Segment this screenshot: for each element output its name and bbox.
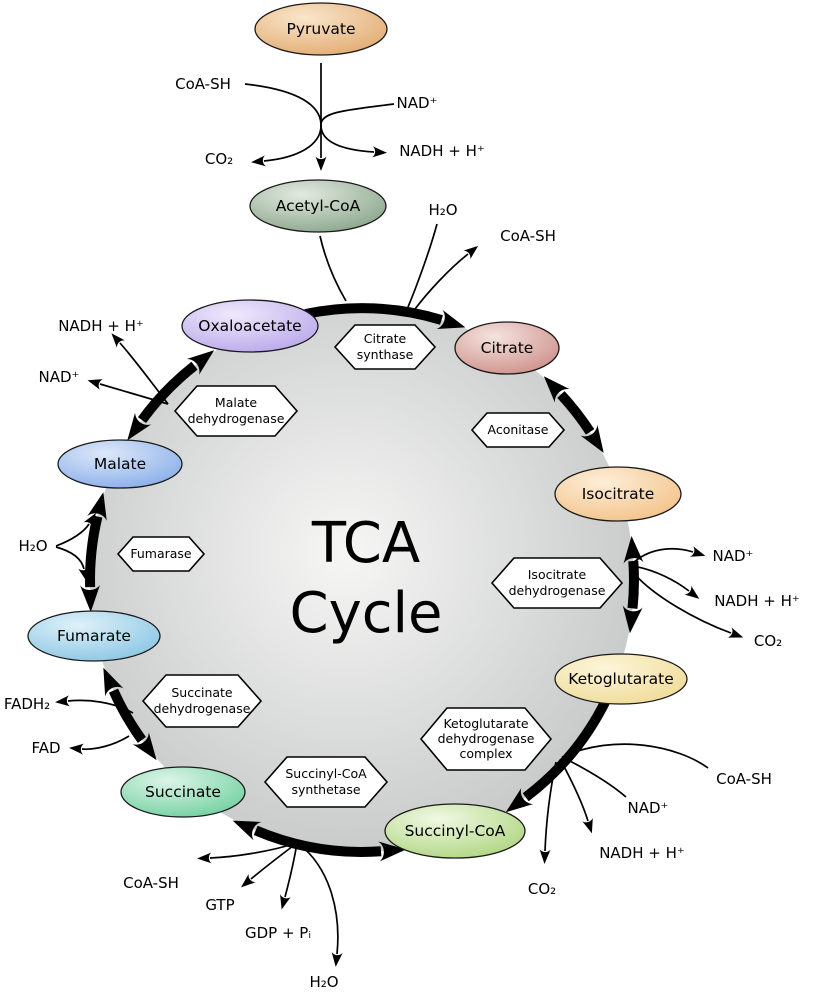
succinate-node: Succinate bbox=[120, 766, 246, 818]
arrow-fadh2-out bbox=[55, 695, 134, 714]
h2o-label-synthetase: H₂O bbox=[309, 973, 338, 991]
cycle-title-line1: TCA bbox=[311, 511, 420, 576]
nadh-label-malate-dh: NADH + H⁺ bbox=[58, 317, 144, 335]
co2-label-pyruvate: CO₂ bbox=[205, 150, 233, 168]
fumarate-label: Fumarate bbox=[57, 627, 131, 645]
ketoglutarate-dh-label-1: Ketoglutarate bbox=[443, 716, 528, 731]
arrow-nad-malate-dh bbox=[87, 379, 169, 405]
acetyl-coa-node: Acetyl-CoA bbox=[249, 179, 387, 233]
malate-node: Malate bbox=[57, 439, 183, 489]
arrow-h2o-synthetase bbox=[298, 843, 343, 967]
isocitrate-dh-label-1: Isocitrate bbox=[528, 567, 587, 582]
malate-label: Malate bbox=[94, 455, 146, 473]
nadh-label-pyruvate: NADH + H⁺ bbox=[399, 142, 485, 160]
fumarase-hexagon: Fumarase bbox=[116, 536, 206, 572]
pyruvate-label: Pyruvate bbox=[286, 20, 355, 38]
malate-dh-label-2: dehydrogenase bbox=[188, 411, 285, 426]
oxaloacetate-node: Oxaloacetate bbox=[181, 299, 319, 353]
isocitrate-label: Isocitrate bbox=[582, 485, 655, 503]
nadh-label-isocitrate-dh: NADH + H⁺ bbox=[714, 592, 800, 610]
line-acetyl-coa-into-cycle bbox=[319, 235, 347, 302]
isocitrate-node: Isocitrate bbox=[554, 466, 682, 522]
nad-label-pyruvate: NAD⁺ bbox=[397, 94, 438, 112]
arrow-nadh-out-malate-dh bbox=[111, 333, 169, 405]
arc-oxaloacetate-to-citrate bbox=[304, 303, 466, 329]
succinyl-coa-synthetase-label-2: synthetase bbox=[291, 782, 360, 797]
fumarate-node: Fumarate bbox=[27, 610, 161, 662]
citrate-label: Citrate bbox=[481, 339, 534, 357]
line-nad-in-ketoglutarate-dh bbox=[561, 756, 627, 798]
gtp-label: GTP bbox=[205, 896, 234, 914]
h2o-label-fumarase: H₂O bbox=[18, 537, 47, 555]
succinate-dh-label-2: dehydrogenase bbox=[154, 701, 251, 716]
isocitrate-dh-label-2: dehydrogenase bbox=[509, 583, 606, 598]
arrow-co2-out-isocitrate-dh bbox=[630, 569, 744, 638]
pyruvate-node: Pyruvate bbox=[254, 2, 388, 56]
oxaloacetate-label: Oxaloacetate bbox=[198, 317, 301, 335]
succinyl-coa-synthetase-hexagon: Succinyl-CoA synthetase bbox=[263, 756, 389, 808]
aconitase-hexagon: Aconitase bbox=[470, 412, 566, 448]
arrow-fad-out bbox=[69, 735, 130, 755]
fad-label: FAD bbox=[31, 739, 60, 757]
arc-succinyl-coa-succinate bbox=[232, 820, 406, 862]
arrow-gtp-out bbox=[241, 842, 298, 888]
arc-succinate-fumarate bbox=[103, 667, 157, 761]
citrate-synthase-label-1: Citrate bbox=[364, 331, 407, 346]
succinate-dehydrogenase-hexagon: Succinate dehydrogenase bbox=[141, 674, 263, 728]
coa-sh-label-ketoglutarate-dh: CoA-SH bbox=[716, 770, 772, 788]
arrow-coa-sh-out-citrate-synthase bbox=[414, 245, 479, 310]
coa-sh-label-pyruvate: CoA-SH bbox=[175, 75, 231, 93]
ketoglutarate-label: Ketoglutarate bbox=[568, 670, 674, 688]
arc-malate-oxaloacetate bbox=[127, 350, 215, 441]
nadh-label-ketoglutarate-dh: NADH + H⁺ bbox=[599, 844, 685, 862]
citrate-synthase-label-2: synthase bbox=[357, 347, 414, 362]
malate-dehydrogenase-hexagon: Malate dehydrogenase bbox=[173, 385, 299, 437]
succinate-dh-label-1: Succinate bbox=[171, 685, 233, 700]
coa-sh-label-citrate-synthase: CoA-SH bbox=[500, 227, 556, 245]
arrow-nad-to-nadh bbox=[320, 103, 395, 158]
ketoglutarate-dh-label-3: complex bbox=[460, 746, 513, 761]
succinate-label: Succinate bbox=[145, 783, 221, 801]
nad-label-isocitrate-dh: NAD⁺ bbox=[713, 547, 754, 565]
succinyl-coa-node: Succinyl-CoA bbox=[384, 803, 526, 859]
malate-dh-label-1: Malate bbox=[215, 395, 257, 410]
arrow-h2o-fumarase-lower bbox=[55, 546, 90, 582]
arrow-nadh-out-ketoglutarate-dh bbox=[559, 758, 593, 834]
co2-label-ketoglutarate-dh: CO₂ bbox=[528, 880, 556, 898]
citrate-synthase-hexagon: Citrate synthase bbox=[333, 324, 437, 370]
co2-label-isocitrate-dh: CO₂ bbox=[754, 632, 782, 650]
aconitase-label: Aconitase bbox=[487, 422, 548, 437]
arrow-nadh-out-isocitrate-dh bbox=[632, 565, 700, 599]
ketoglutarate-node: Ketoglutarate bbox=[554, 653, 688, 705]
gdp-pi-label: GDP + Pᵢ bbox=[245, 924, 311, 942]
fumarase-label: Fumarase bbox=[130, 546, 192, 561]
arrow-h2o-fumarase-upper bbox=[55, 512, 96, 547]
fadh2-label: FADH₂ bbox=[4, 695, 50, 713]
arc-fumarate-malate bbox=[80, 492, 107, 613]
succinyl-coa-label: Succinyl-CoA bbox=[405, 822, 506, 840]
arrow-coa-sh-out-synthetase bbox=[197, 842, 298, 864]
arrow-co2-out-ketoglutarate-dh bbox=[539, 761, 557, 864]
arc-isocitrate-ketoglutarate bbox=[622, 536, 644, 634]
nad-label-malate-dh: NAD⁺ bbox=[39, 368, 80, 386]
acetyl-coa-label: Acetyl-CoA bbox=[276, 197, 361, 215]
ketoglutarate-dehydrogenase-hexagon: Ketoglutarate dehydrogenase complex bbox=[419, 707, 553, 771]
ketoglutarate-dh-label-2: dehydrogenase bbox=[438, 731, 535, 746]
coa-sh-label-synthetase: CoA-SH bbox=[123, 874, 179, 892]
arrow-gdp-pi bbox=[280, 842, 298, 910]
nad-label-ketoglutarate-dh: NAD⁺ bbox=[628, 799, 669, 817]
h2o-label-citrate-synthase: H₂O bbox=[428, 201, 457, 219]
cycle-title-line2: Cycle bbox=[289, 581, 442, 646]
arrow-nad-isocitrate-dh bbox=[632, 546, 706, 564]
arc-citrate-isocitrate bbox=[543, 376, 604, 453]
citrate-node: Citrate bbox=[454, 321, 560, 375]
arrow-coa-sh-to-co2 bbox=[244, 83, 322, 167]
line-h2o-citrate-synthase bbox=[407, 223, 438, 308]
succinyl-coa-synthetase-label-1: Succinyl-CoA bbox=[285, 766, 367, 781]
line-coa-sh-in-ketoglutarate-dh bbox=[561, 743, 709, 769]
isocitrate-dehydrogenase-hexagon: Isocitrate dehydrogenase bbox=[490, 557, 624, 609]
